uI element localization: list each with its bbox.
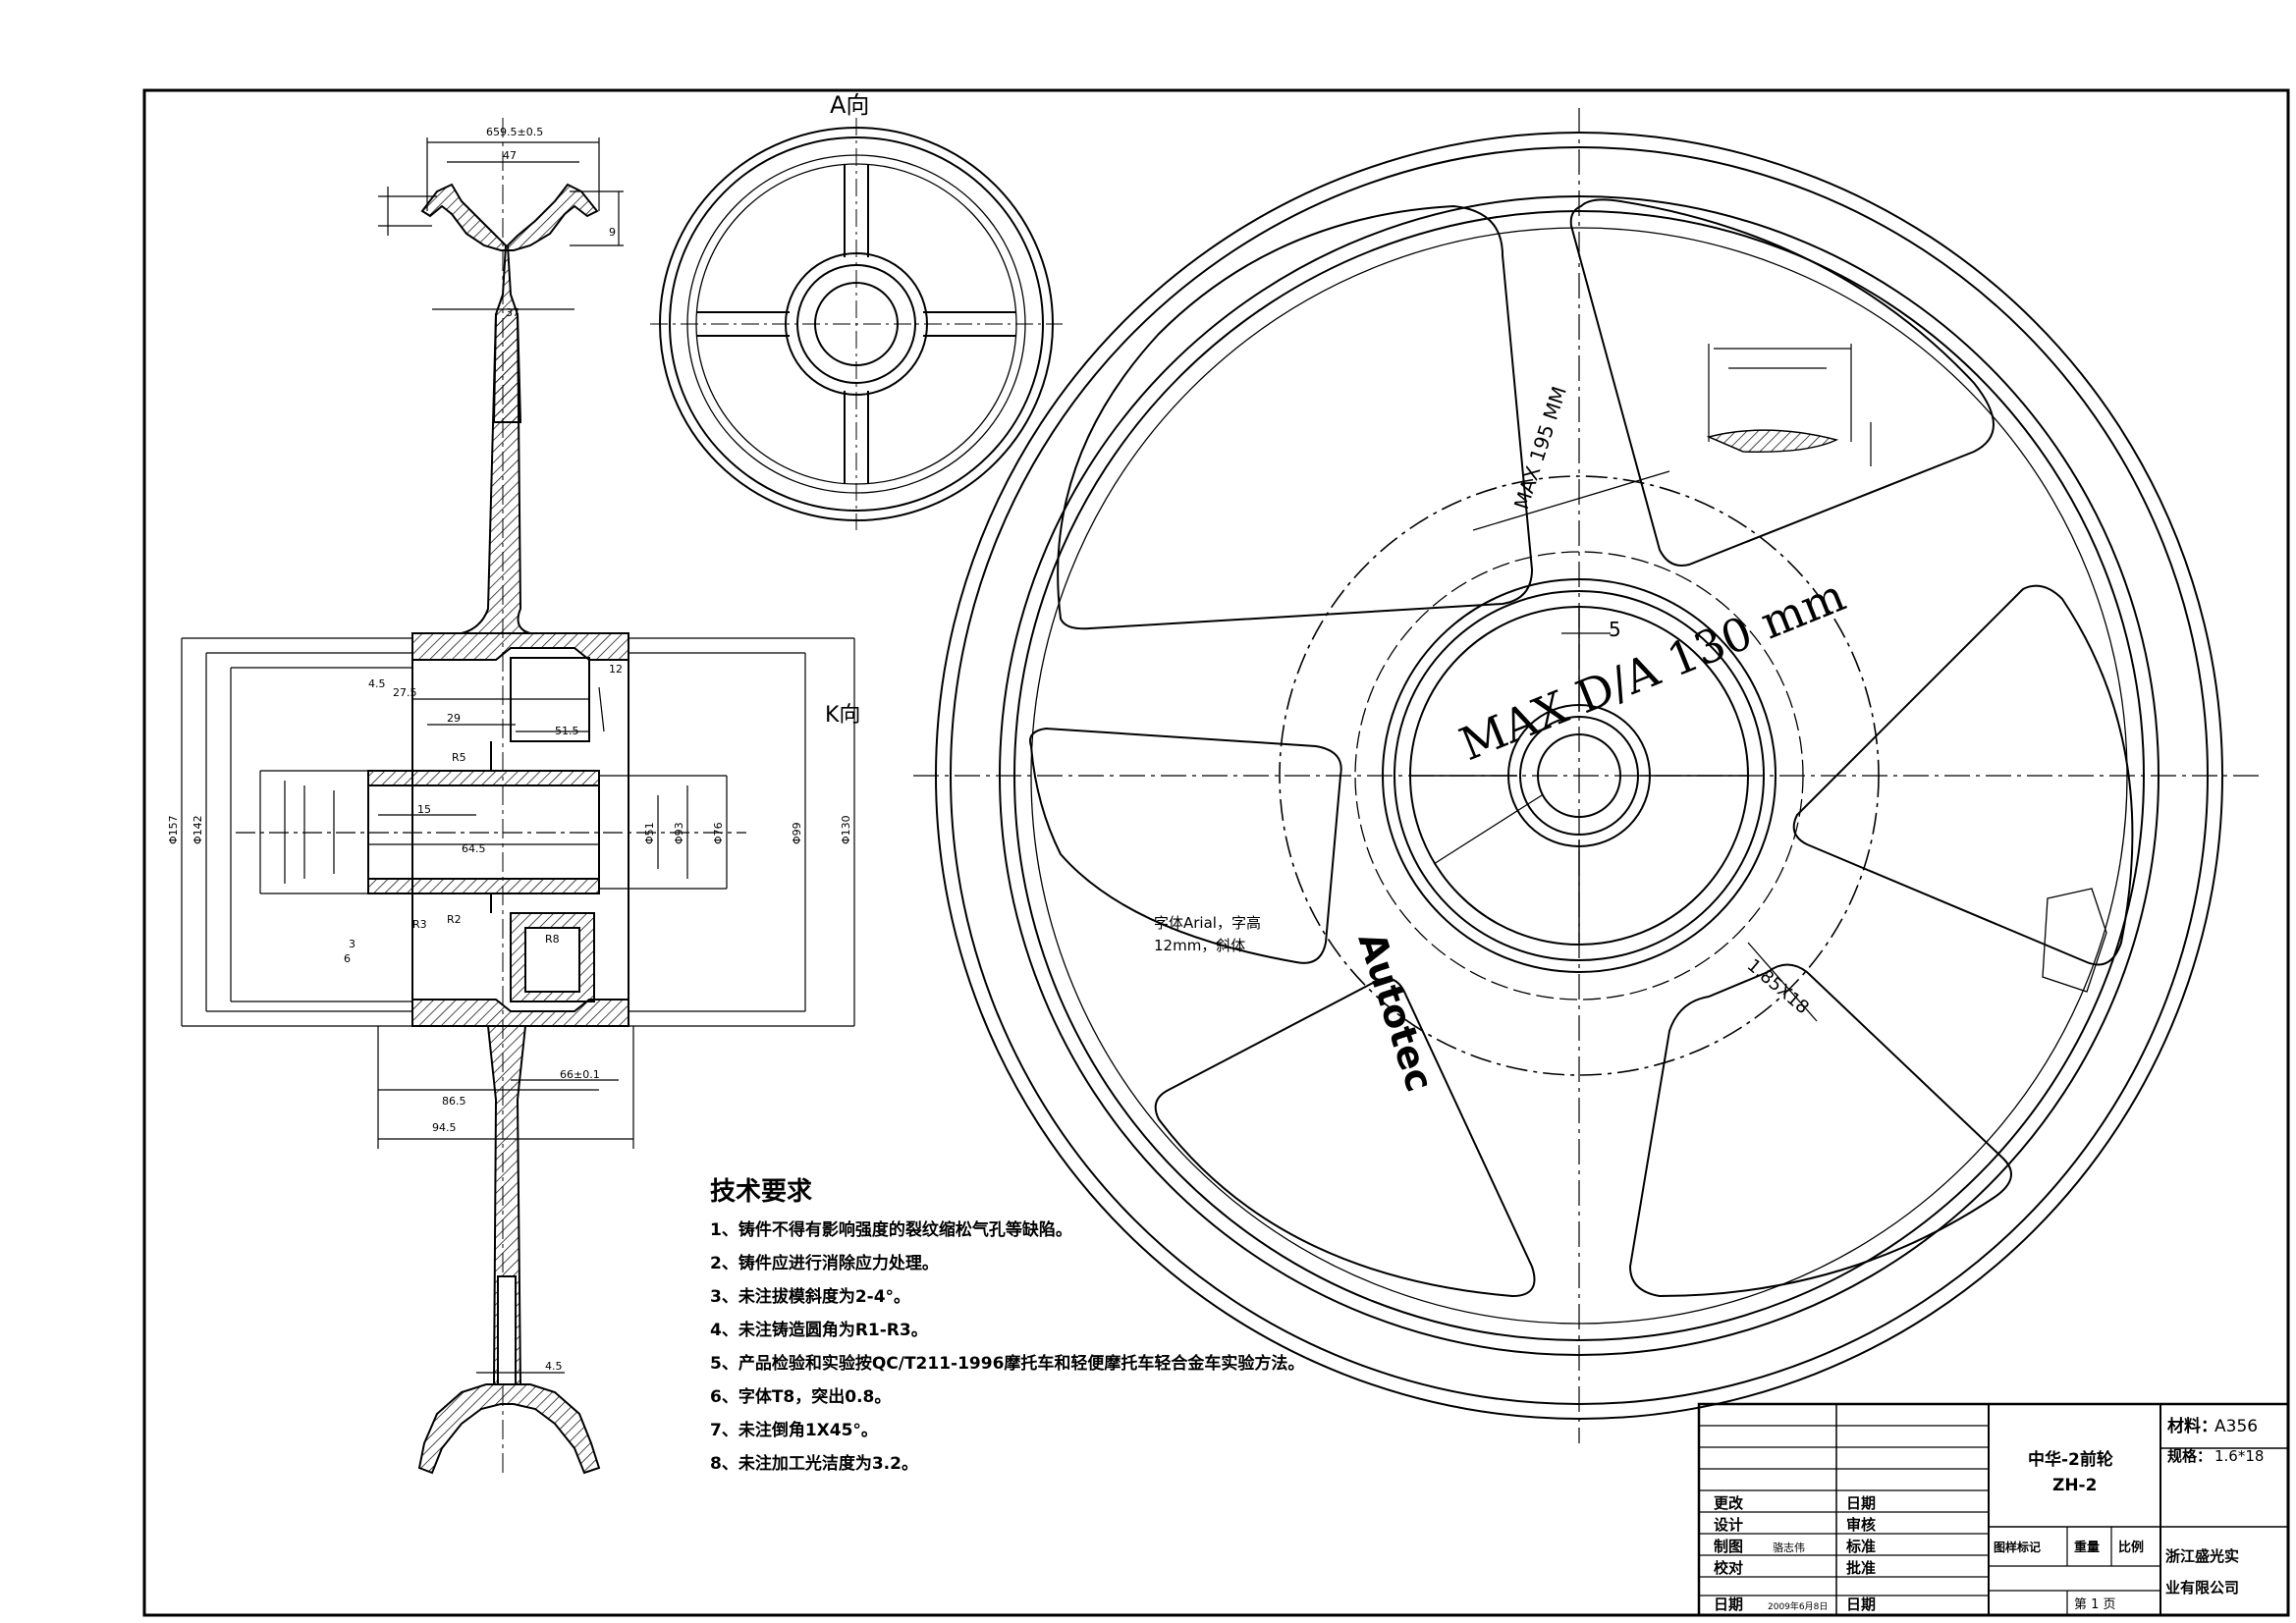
dim-r2: R2 [447,913,462,926]
dim-d142: Φ142 [191,815,204,844]
dim-d157: Φ157 [167,815,180,844]
dim-3: 3 [349,938,355,950]
dim-r5: R5 [452,751,466,764]
dim-d51: Φ51 [643,822,656,844]
dim-47: 47 [503,149,517,162]
dim-top-width: 659.5±0.5 [486,126,543,138]
part-code: ZH-2 [2052,1476,2097,1495]
title-block-text: 材料： A356 规格： 1.6*18 中华-2前轮 ZH-2 更改 日期 设计… [1714,1416,2264,1613]
row-date-1: 日期 [1846,1494,1876,1512]
section-view [181,118,855,1475]
tech-item-8: 8、未注加工光洁度为3.2。 [710,1453,918,1474]
section-dimension-lines [181,137,855,1374]
tech-item-7: 7、未注倒角1X45°。 [710,1420,878,1440]
a-view-label: A向 [830,91,869,119]
part-name: 中华-2前轮 [2028,1449,2113,1470]
dim-15: 15 [417,803,431,816]
company-line2: 业有限公司 [2165,1579,2239,1596]
dim-r3: R3 [412,918,427,931]
hub-embossed-text: MAX D/A 130 mm [1452,568,1852,771]
sheet-border [142,88,2290,1617]
material-label: 材料： [2167,1416,2217,1436]
tech-item-4: 4、未注铸造圆角为R1-R3。 [710,1320,928,1340]
window-4 [1628,963,2012,1298]
font-note-line1: 字体Arial，字高 [1154,914,1261,932]
dim-r8: R8 [545,933,560,946]
top-rim-profile [420,183,599,423]
spoke-web-top [461,313,531,634]
row-date-3: 标准 [1845,1538,1876,1555]
row-label-3: 制图 [1714,1538,1743,1555]
dim-d93: Φ93 [673,822,685,844]
k-view-label: K向 [825,703,860,728]
row-label-1: 更改 [1714,1494,1744,1512]
tech-item-6: 6、字体T8，突出0.8。 [710,1386,891,1407]
weight-label: 重量 [2074,1540,2100,1555]
dim-bottom-4-5: 4.5 [545,1360,563,1373]
row-date-5: 日期 [1846,1596,1876,1613]
row-name-5: 2009年6月8日 [1768,1600,1828,1612]
title-block [1697,1402,2290,1617]
dim-d130: Φ130 [840,815,852,844]
tech-item-2: 2、铸件应进行消除应力处理。 [710,1253,939,1273]
row-label-4: 校对 [1714,1559,1743,1577]
tech-item-5: 5、产品检验和实验按QC/T211-1996摩托车和轻便摩托车轻合金车实验方法。 [710,1353,1304,1374]
dim-64-5: 64.5 [462,842,486,855]
dim-66: 66±0.1 [560,1068,600,1081]
window-6 [1029,727,1342,964]
hub-lower-wall [411,999,629,1027]
dim-d76: Φ76 [712,822,725,844]
material-value: A356 [2214,1417,2258,1436]
axle-sleeve-top [367,770,600,786]
spoke-max-text: MAX 195 MM [1509,383,1571,512]
font-note-line2: 12mm，斜体 [1154,937,1245,954]
hub-upper-wall [411,632,629,661]
row-label-2: 设计 [1714,1516,1743,1534]
dim-d99: Φ99 [791,822,803,844]
sheet-number: 第 1 页 [2074,1597,2116,1612]
row-label-5: 日期 [1714,1596,1743,1613]
mark-label: 图样标记 [1994,1540,2041,1554]
tech-title: 技术要求 [710,1177,812,1207]
row-date-4: 批准 [1846,1559,1876,1577]
dim-86-5: 86.5 [442,1095,466,1108]
scale-label: 比例 [2118,1540,2144,1555]
dim-12: 12 [609,663,623,676]
axle-sleeve-bottom [367,878,600,894]
tech-item-1: 1、铸件不得有影响强度的裂纹缩松气孔等缺陷。 [710,1219,1072,1240]
spec-value: 1.6*18 [2214,1447,2264,1465]
dim-29: 29 [447,712,461,725]
row-name-3: 骆志伟 [1773,1541,1805,1554]
rim-size-text: 1.85X18 [1743,955,1813,1019]
dim-6: 6 [344,952,351,965]
dim-94-5: 94.5 [432,1121,457,1134]
window-2 [1569,198,1995,567]
main-wheel-front-view [913,108,2259,1443]
dim-27-5: 27.5 [393,686,417,699]
dim-51-5: 51.5 [555,725,579,737]
spec-label: 规格： [2167,1447,2212,1465]
a-view [650,118,1063,530]
window-1 [1057,204,1534,630]
row-date-2: 审核 [1846,1516,1876,1534]
window-5 [1154,977,1536,1298]
window-3 [1792,584,2134,966]
company-line1: 浙江盛光实 [2165,1547,2239,1565]
dim-37: 37 [506,306,519,319]
brand-text: Autotec [1349,927,1442,1097]
dim-4-5: 4.5 [368,677,386,690]
section-dim-text: 659.5±0.5 47 37 27.5 29 15 4.5 3 6 12 51… [167,126,852,1373]
bottom-rim-profile [417,1383,601,1475]
hub-dim-5: 5 [1609,618,1621,641]
tech-item-3: 3、未注拔模斜度为2-4°。 [710,1286,910,1307]
dim-9: 9 [609,226,616,239]
technical-requirements: 技术要求 1、铸件不得有影响强度的裂纹缩松气孔等缺陷。 2、铸件应进行消除应力处… [710,1177,1304,1474]
